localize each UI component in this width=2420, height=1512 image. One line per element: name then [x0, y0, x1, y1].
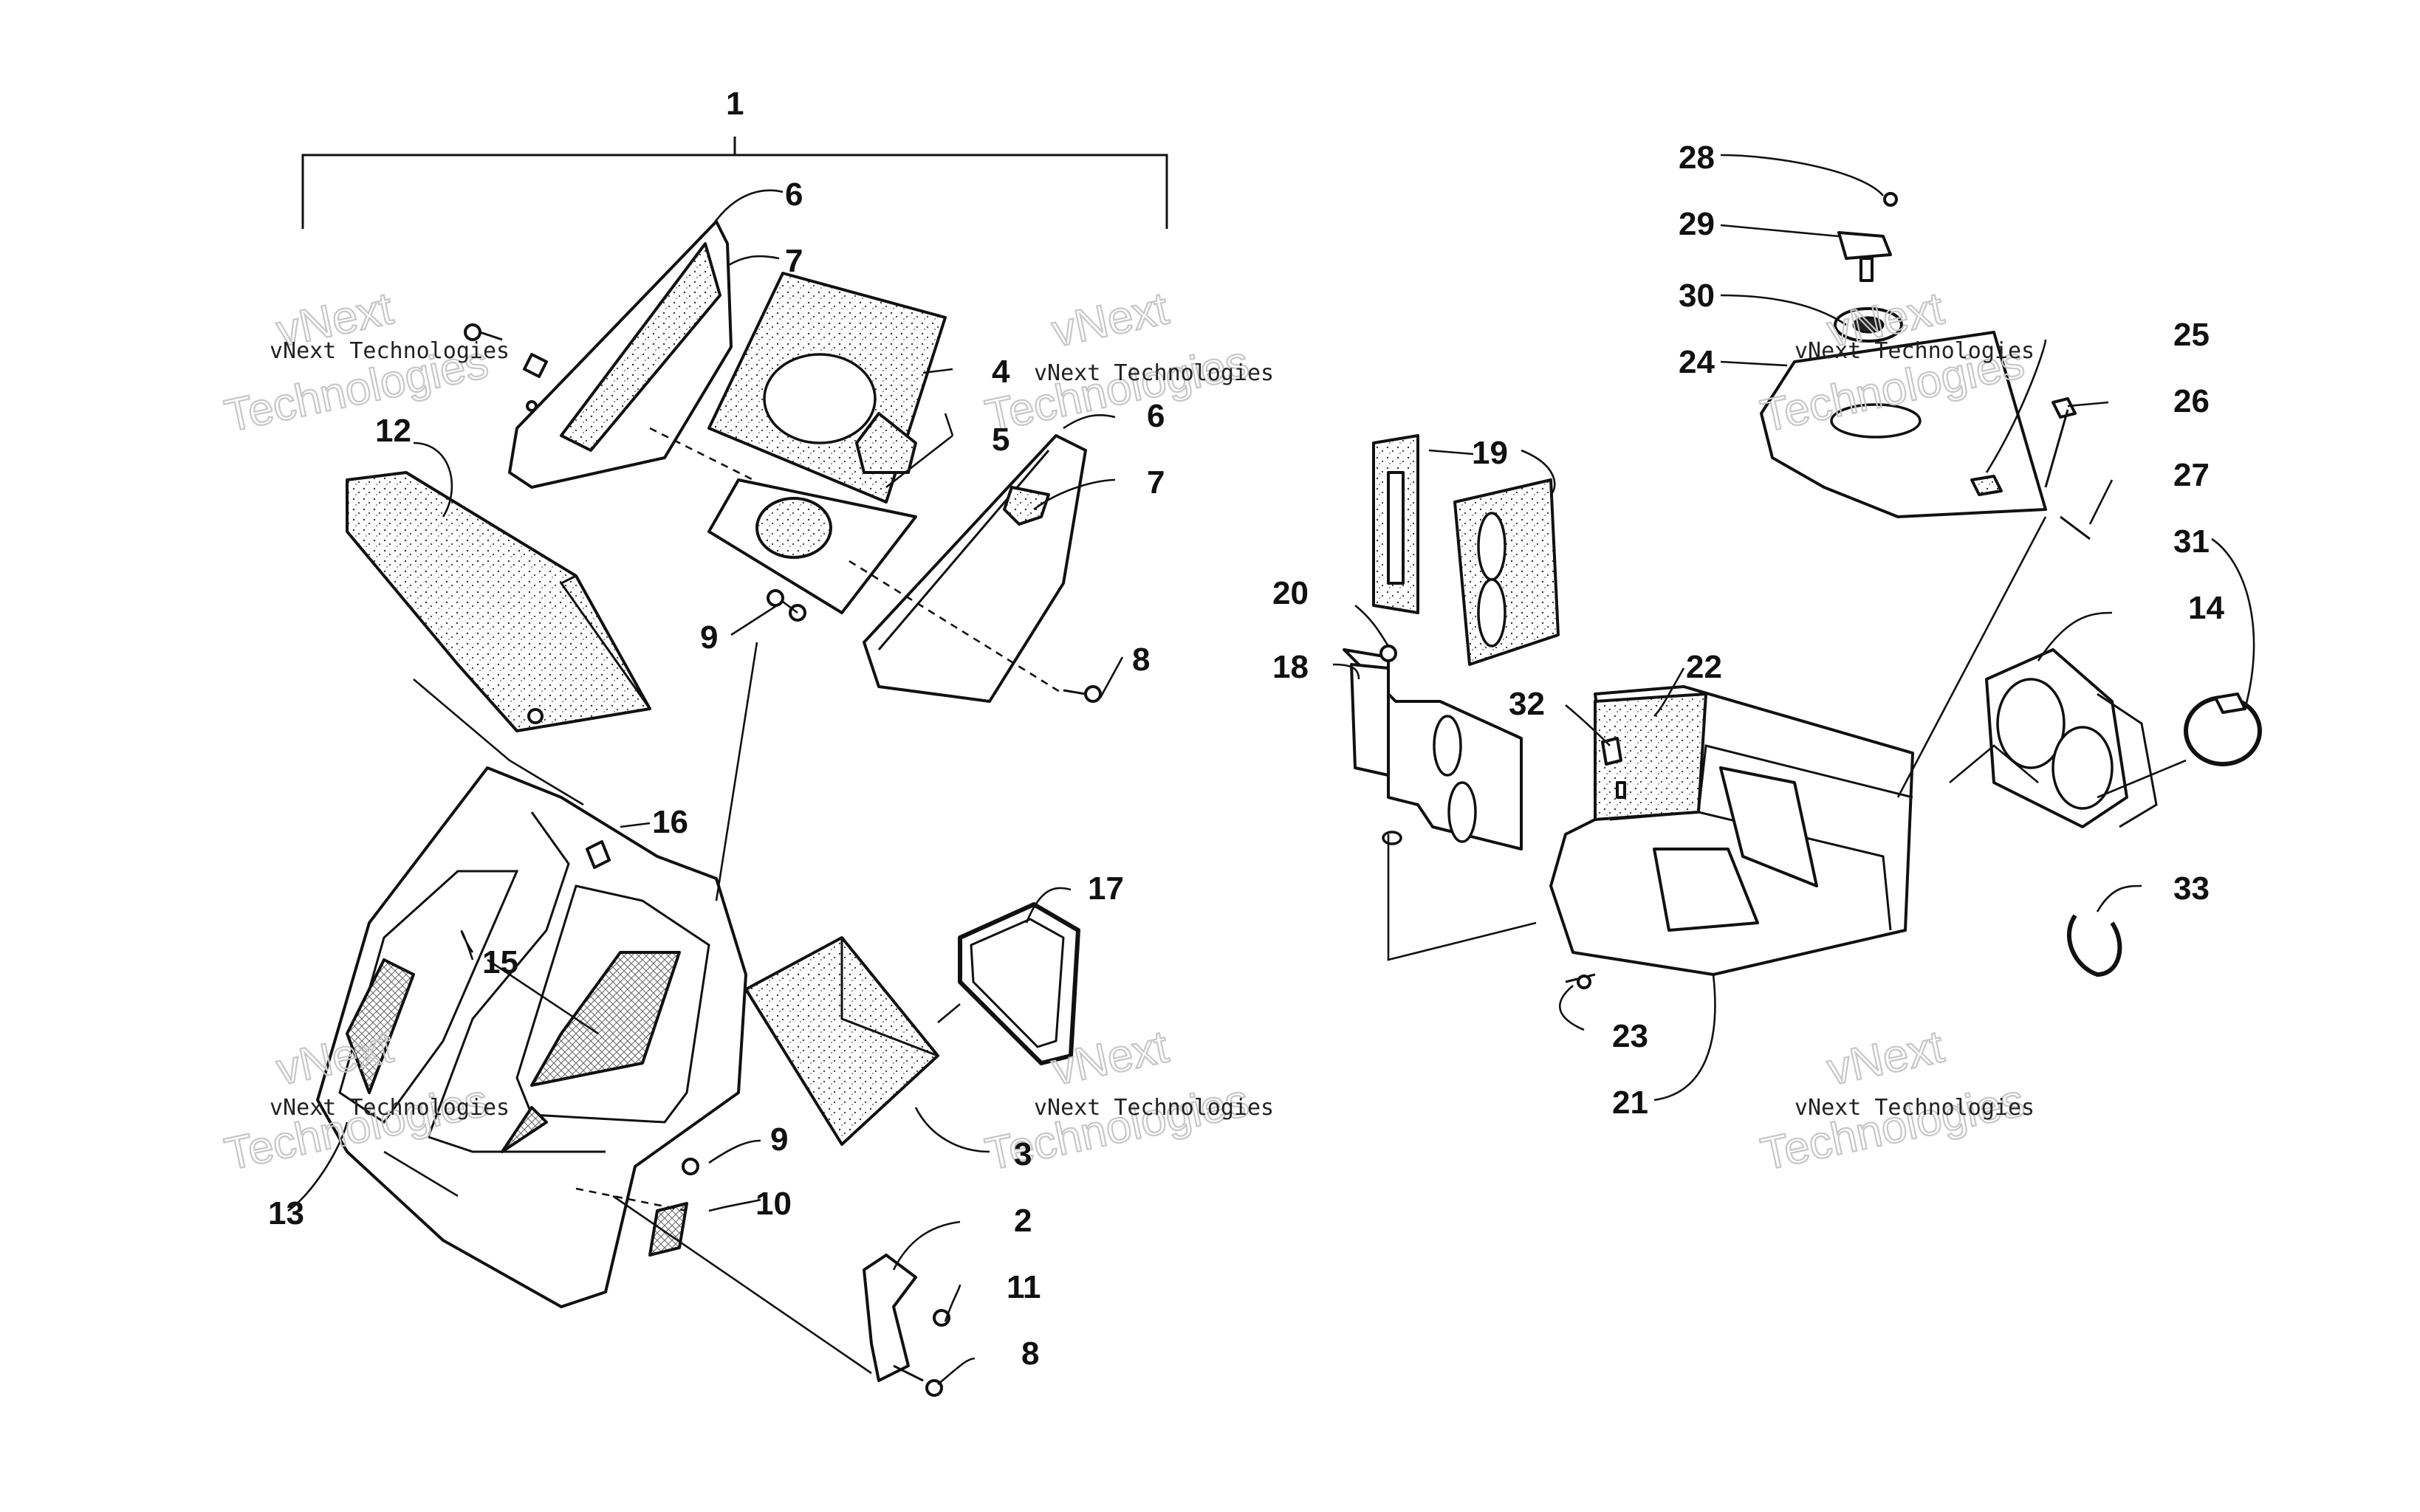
callout-8-top: 8 [1132, 642, 1150, 678]
cover-panel-left [508, 220, 733, 489]
air-box-foam [707, 272, 947, 504]
leader-lines-right [1332, 154, 2255, 1102]
callout-25: 25 [2173, 317, 2210, 353]
mounting-bracket [863, 1254, 917, 1382]
callout-24: 24 [1679, 344, 1715, 380]
watermark-big-12: Technologies [1757, 1075, 2029, 1181]
duct-foam [346, 471, 651, 732]
watermark-big-3: vNext [1048, 283, 1173, 357]
callout-19: 19 [1472, 435, 1508, 471]
callout-labels: 1 2 3 4 5 6 6 7 7 8 8 9 9 10 11 12 13 14… [268, 86, 2224, 1372]
leader-lines-left [287, 189, 1124, 1385]
callout-9-bottom: 9 [770, 1121, 788, 1158]
watermark-line-2: vNext Technologies [1034, 360, 1274, 386]
air-box-plate [707, 478, 917, 614]
watermark-line-6: vNext Technologies [1795, 1095, 2035, 1121]
watermark-top-left: vNext Technologies vNext Technologies [219, 282, 510, 443]
callout-4: 4 [992, 354, 1010, 390]
intake-foam-block [744, 936, 939, 1146]
callout-23: 23 [1612, 1018, 1648, 1054]
watermark-top-center: vNext Technologies vNext Technologies [980, 282, 1274, 443]
callout-6-right: 6 [1147, 398, 1165, 434]
mesh-pad [648, 1202, 688, 1257]
callout-32: 32 [1509, 686, 1545, 722]
callout-10: 10 [755, 1186, 792, 1222]
intake-boot [1985, 648, 2158, 828]
watermark-bottom-right: vNext Technologies vNext Technologies [1755, 1020, 2035, 1181]
watermark-line-3: vNext Technologies [1795, 338, 2035, 364]
assembly-line-left [383, 642, 961, 1375]
gasket [958, 902, 1080, 1065]
watermark-line-1: vNext Technologies [270, 338, 510, 364]
callout-29: 29 [1679, 206, 1715, 242]
callout-33: 33 [2173, 870, 2210, 907]
cover-panel-right [863, 434, 1087, 703]
callout-17: 17 [1088, 870, 1124, 907]
watermark-big-4: Technologies [981, 337, 1253, 442]
watermark-line-5: vNext Technologies [1034, 1095, 1274, 1121]
callout-18: 18 [1272, 649, 1309, 685]
watermark-big-11: vNext [1823, 1021, 1948, 1095]
callout-31: 31 [2173, 523, 2210, 560]
side-foam-panels [1372, 434, 1560, 666]
callout-28: 28 [1679, 140, 1715, 176]
callout-22: 22 [1686, 649, 1722, 685]
callout-16: 16 [652, 804, 688, 840]
callout-8-bottom: 8 [1021, 1336, 1039, 1372]
callout-6-left: 6 [785, 176, 803, 213]
callout-7-left: 7 [785, 243, 803, 279]
callout-20: 20 [1272, 575, 1309, 611]
watermark-line-4: vNext Technologies [270, 1095, 510, 1121]
callout-13: 13 [268, 1195, 304, 1231]
callout-9-top: 9 [700, 619, 718, 656]
callout-11: 11 [1007, 1269, 1041, 1305]
callout-30: 30 [1679, 278, 1715, 314]
callout-12: 12 [375, 413, 411, 449]
top-plate [1760, 331, 2047, 518]
callout-5: 5 [992, 422, 1010, 458]
hardware-right [1379, 645, 1622, 989]
hood-fairing [316, 766, 747, 1308]
callout-26: 26 [2173, 383, 2210, 419]
callout-27: 27 [2173, 457, 2210, 493]
callout-21: 21 [1612, 1085, 1648, 1121]
assembly-bracket [301, 137, 1168, 229]
sensor-assembly [1834, 192, 1903, 343]
fasteners-right-top [2044, 397, 2091, 540]
callout-1: 1 [726, 86, 744, 122]
assembly-dash-left [575, 427, 1064, 1212]
assembly-line-right [1387, 516, 2187, 961]
callout-15: 15 [482, 944, 518, 980]
callout-14: 14 [2188, 590, 2224, 626]
callout-2: 2 [1014, 1203, 1032, 1239]
lower-air-box [1549, 685, 1914, 976]
callout-7-right: 7 [1147, 464, 1165, 501]
hardware-left [464, 323, 1102, 1397]
side-bracket-panel [1343, 648, 1523, 850]
callout-3: 3 [1014, 1136, 1032, 1172]
